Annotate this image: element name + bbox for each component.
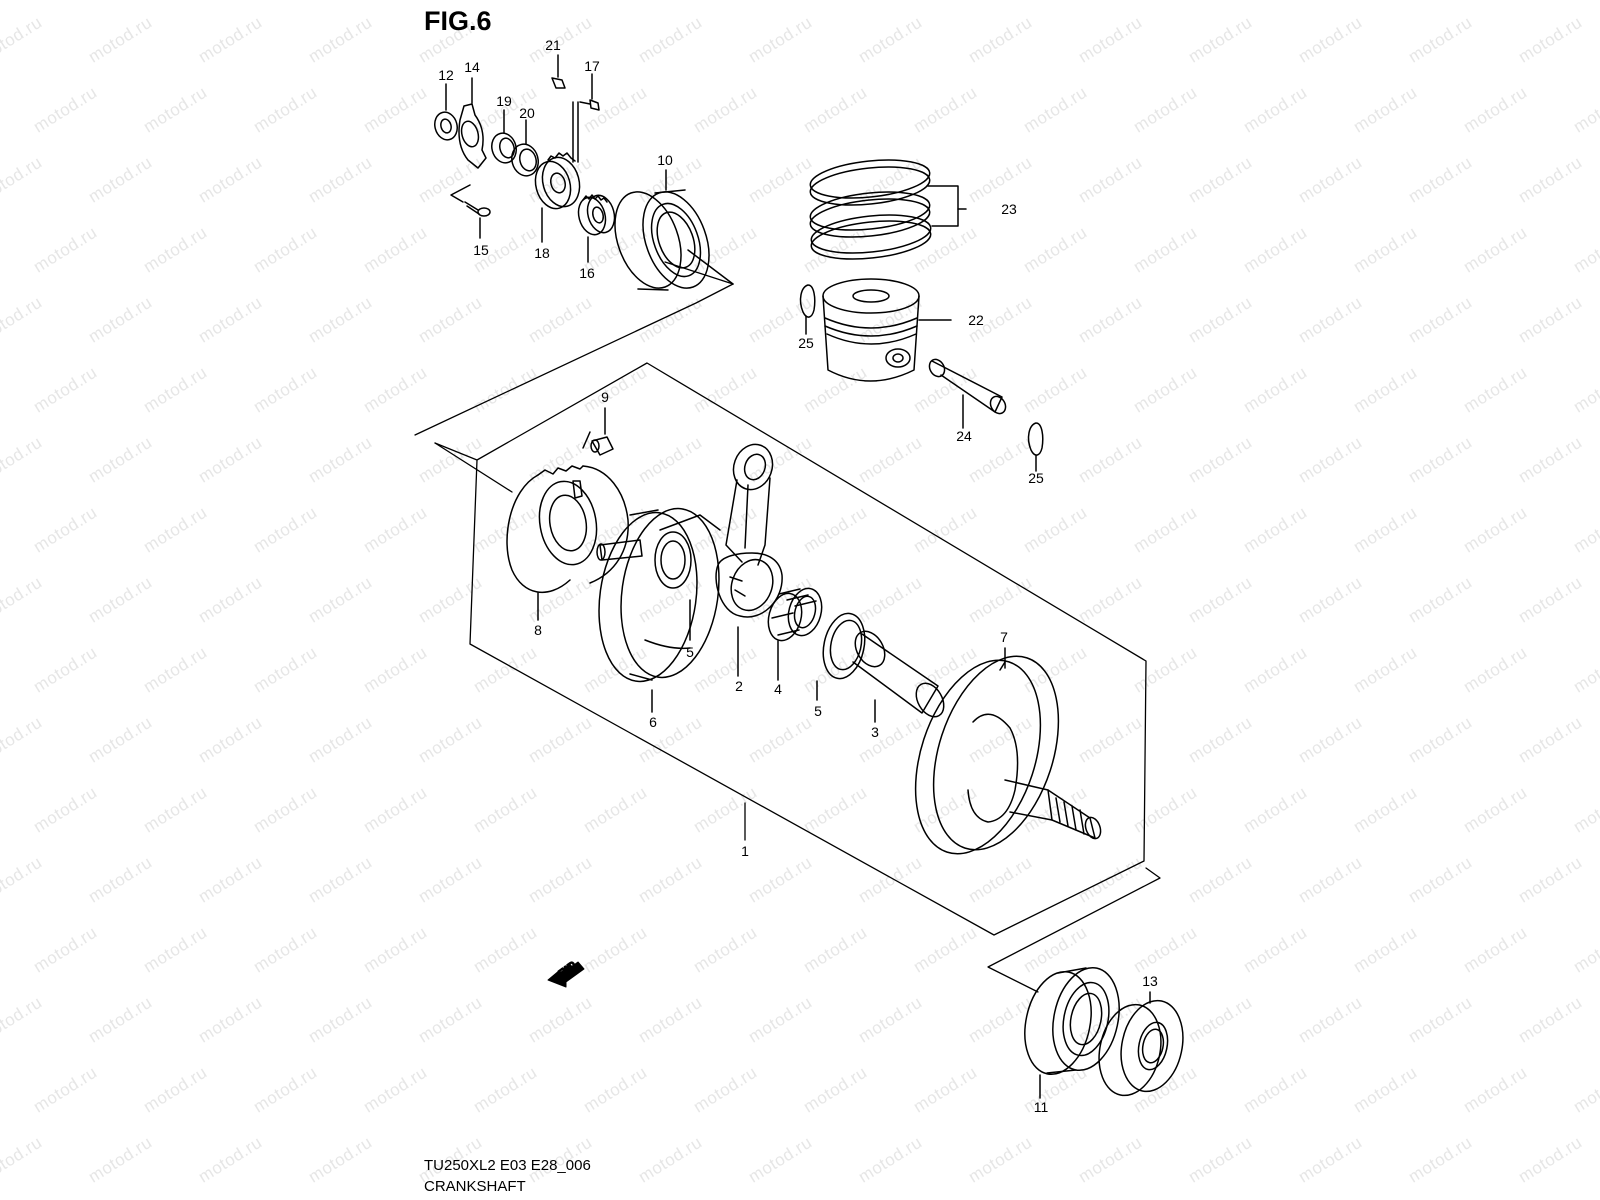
callout-10: 10 [657,152,673,168]
callout-7: 7 [1000,629,1008,645]
crank-shaft-stub-left [596,539,643,561]
callout-11: 11 [1033,1099,1049,1115]
assembly-bracket [434,362,1147,936]
callout-19: 19 [496,93,512,109]
callout-14: 14 [464,59,480,75]
key-21 [551,54,579,163]
callout-17: 17 [584,58,600,74]
bearing-10 [614,169,734,291]
gear-16 [577,194,616,263]
piston-rings [809,159,967,260]
callout-13: 13 [1142,973,1158,989]
fwd-direction-arrow: FWD [547,959,585,988]
needle-bearing-4 [767,587,823,681]
screw-15 [450,184,491,239]
spacer-20 [511,119,539,177]
washer-19 [491,109,517,164]
diagram-caption: CRANKSHAFT [424,1178,526,1195]
callout-21: 21 [545,37,561,53]
callout-6: 6 [649,714,657,730]
diagram-code: TU250XL2 E03 E28_006 [424,1157,591,1174]
callout-1: 1 [741,843,749,859]
callout-20: 20 [519,105,535,121]
callout-15: 15 [473,242,489,258]
gear-8 [506,465,629,621]
oil-seal-12 [434,83,458,141]
callout-23: 23 [1001,201,1017,217]
plate-14 [458,77,487,169]
callout-3: 3 [871,724,879,740]
left-crank-web-6 [598,507,721,713]
gear-18 [534,152,581,243]
figure-title: FIG.6 [424,6,492,36]
callout-18: 18 [534,245,550,261]
callout-2: 2 [735,678,743,694]
crank-shaft-stub-right [1004,779,1102,840]
crank-pin-3 [852,630,945,723]
callout-4: 4 [774,681,782,697]
callout-9: 9 [601,389,609,405]
callout-5-left: 5 [686,644,694,660]
right-crank-web-7 [914,647,1060,855]
callout-8: 8 [534,622,542,638]
callout-25-upper: 25 [798,335,814,351]
callout-22: 22 [968,312,984,328]
piston-pin [928,358,1007,429]
key-17 [579,73,600,111]
callout-16: 16 [579,265,595,281]
piston [822,278,952,382]
oil-seal-13 [1098,991,1184,1097]
pin-9 [582,407,614,456]
callout-25-lower: 25 [1028,470,1044,486]
callout-5-right: 5 [814,703,822,719]
circlip-lower [1027,422,1044,472]
connecting-rod-2 [715,443,783,677]
callout-24: 24 [956,428,972,444]
bearing-11 [1024,966,1120,1099]
washer-5 [816,612,866,701]
circlip-upper [799,284,816,335]
lower-bearing-bracket [987,867,1161,993]
callout-12: 12 [438,67,454,83]
